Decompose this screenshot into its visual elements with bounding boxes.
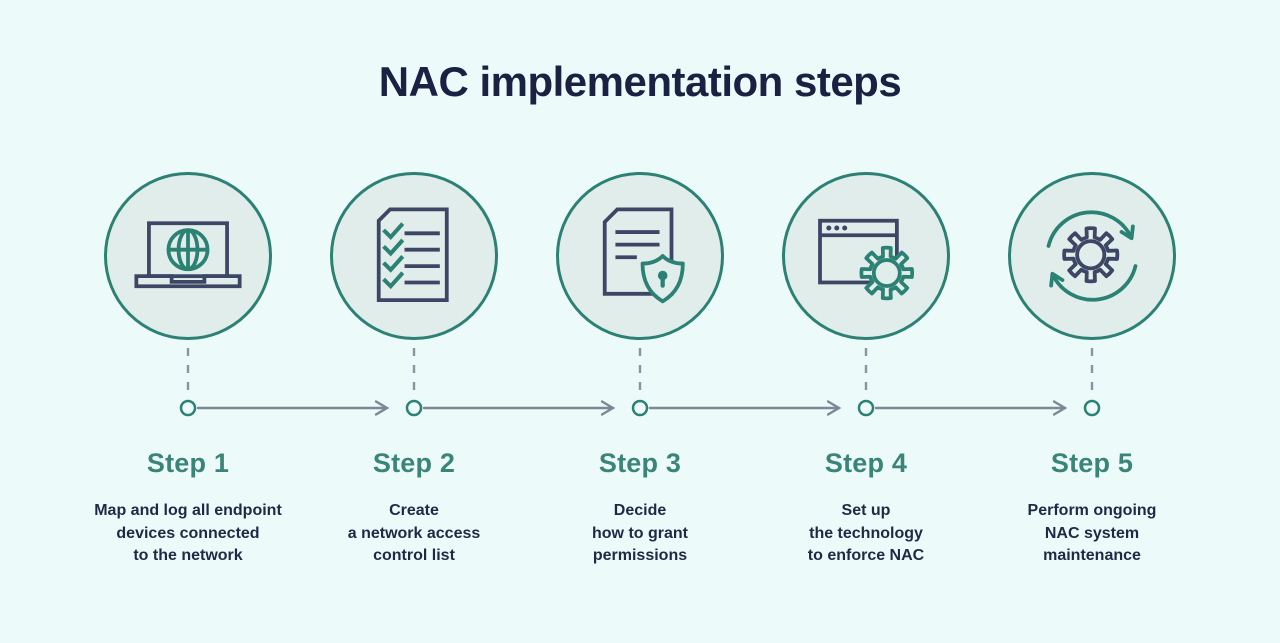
step-label: Step 3: [598, 448, 682, 478]
globe: [166, 228, 210, 272]
laptop-globe-icon: [134, 221, 242, 289]
timeline-node: [631, 399, 649, 417]
step-column-4: Step 4 Set up the technology to enforce …: [753, 172, 979, 568]
step-description: Set up the technology to enforce NAC: [807, 502, 925, 564]
browser-gear-icon: [818, 218, 915, 301]
steps-row: Step 1 Map and log all endpoint devices …: [75, 172, 1205, 568]
step-description: Map and log all endpoint devices connect…: [94, 502, 282, 564]
step-icon-circle: [556, 172, 724, 340]
step-label: Step 2: [372, 448, 456, 478]
arrow-connector: [196, 400, 1068, 416]
timeline: [179, 348, 1101, 417]
document-outline: [376, 207, 449, 302]
step-column-2: Step 2 Create a network access control l…: [301, 172, 527, 568]
step-column-1: Step 1 Map and log all endpoint devices …: [75, 172, 301, 568]
gear: [859, 245, 915, 301]
check-marks: [382, 222, 405, 290]
timeline-node: [857, 399, 875, 417]
document-outline: [602, 207, 674, 296]
page-title: NAC implementation steps: [378, 58, 902, 105]
step-icon-circle: [782, 172, 950, 340]
list-lines: [404, 231, 440, 285]
step-icon-circle: [1008, 172, 1176, 340]
step-column-5: Step 5 Perform ongoing NAC system mainte…: [979, 172, 1205, 568]
step-description: Decide how to grant permissions: [592, 502, 688, 564]
keyhole: [657, 270, 668, 288]
checklist-document-icon: [376, 207, 449, 302]
text-lines: [615, 230, 660, 260]
timeline-node: [405, 399, 423, 417]
document-shield-icon: [602, 207, 685, 304]
timeline-node: [1083, 399, 1101, 417]
browser-dots: [826, 225, 848, 231]
laptop-screen: [147, 221, 229, 279]
step-description: Perform ongoing NAC system maintenance: [1027, 502, 1157, 564]
step-label: Step 5: [1050, 448, 1134, 478]
step-description: Create a network access control list: [347, 502, 481, 564]
gear-cycle-icon: [1046, 210, 1138, 302]
step-label: Step 4: [824, 448, 908, 478]
laptop-base: [134, 274, 242, 289]
step-column-3: Step 3 Decide how to grant permissions: [527, 172, 753, 568]
browser-window: [818, 218, 899, 285]
gear: [1062, 226, 1120, 284]
step-icon-circle: [104, 172, 272, 340]
cycle-arrows: [1046, 210, 1138, 302]
step-icon-circle: [330, 172, 498, 340]
timeline-node: [179, 399, 197, 417]
step-label: Step 1: [146, 448, 230, 478]
